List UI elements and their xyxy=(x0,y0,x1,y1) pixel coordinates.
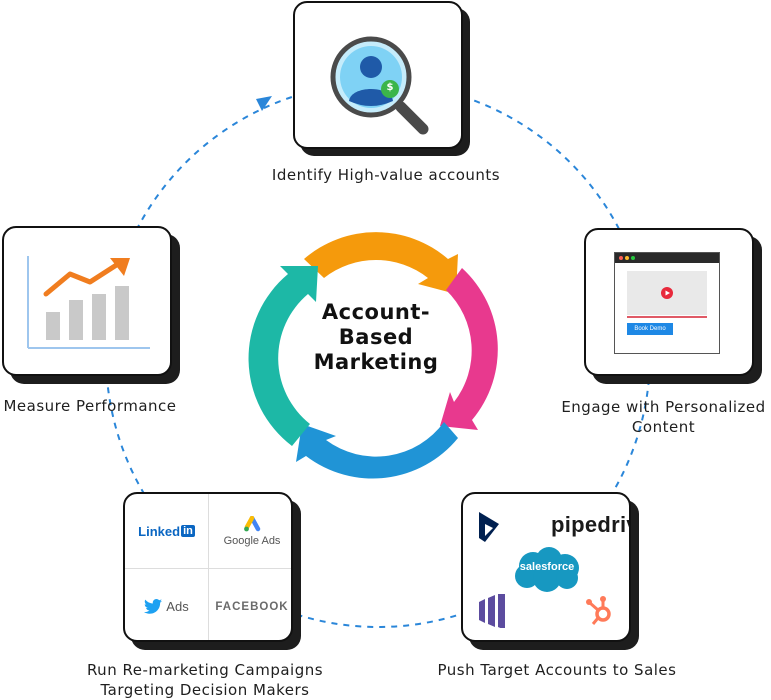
arrowhead-icon xyxy=(256,96,272,111)
ads-card: Linked in Google Ads Ads FACEBOOK xyxy=(123,492,293,642)
ring-segment-blue xyxy=(296,422,458,479)
linkedin-in-badge: in xyxy=(181,525,195,537)
center-title: Account- Based Marketing xyxy=(296,300,456,375)
facebook-logo: FACEBOOK xyxy=(209,569,291,640)
pipedrive-logo: pipedriv xyxy=(551,512,631,537)
magnifier-user-icon xyxy=(330,36,429,135)
twitter-ads-logo: Ads xyxy=(125,569,208,640)
marketo-logo-icon xyxy=(479,594,505,628)
window-dot-yellow-icon xyxy=(625,256,629,260)
google-ads-icon xyxy=(244,515,261,531)
step-ads-label: Run Re-marketing Campaigns Targeting Dec… xyxy=(60,660,350,700)
dollar-badge: $ xyxy=(386,82,394,93)
window-dot-green-icon xyxy=(631,256,635,260)
bar-3 xyxy=(92,294,106,340)
grid-divider-horizontal xyxy=(125,568,291,569)
step-sales-label: Push Target Accounts to Sales xyxy=(437,661,677,679)
center-title-line3: Marketing xyxy=(313,350,439,374)
center-title-line2: Based xyxy=(338,325,414,349)
step-engage-label-line2: Content xyxy=(631,418,696,436)
twitter-ads-text: Ads xyxy=(166,599,189,614)
sales-card: pipedriv salesforce xyxy=(461,492,631,642)
video-area xyxy=(627,271,707,315)
window-dot-red-icon xyxy=(619,256,623,260)
bar-4 xyxy=(115,286,129,340)
salesforce-cloud-icon xyxy=(515,547,579,592)
google-ads-logo: Google Ads xyxy=(209,494,291,568)
linkedin-logo: Linked in xyxy=(125,494,208,568)
step-engage-label: Engage with Personalized Content xyxy=(556,397,771,437)
ring-segment-teal xyxy=(248,266,318,446)
book-demo-button[interactable]: Book Demo xyxy=(627,323,673,335)
browser-titlebar xyxy=(615,253,719,263)
ring-segment-pink xyxy=(440,268,498,430)
trend-arrowhead-icon xyxy=(110,258,130,276)
step-measure-label: Measure Performance xyxy=(3,397,177,415)
growth-chart-icon xyxy=(27,256,150,349)
center-title-line1: Account- xyxy=(321,300,431,324)
linkedin-word: Linked xyxy=(138,523,181,539)
salesforce-logo-text: salesforce xyxy=(519,561,575,573)
dynamics-logo-icon xyxy=(479,512,499,542)
measure-card xyxy=(2,226,172,376)
hubspot-logo-icon xyxy=(586,596,611,625)
twitter-bird-icon xyxy=(144,599,163,614)
identify-card: $ xyxy=(293,1,463,149)
step-ads-label-line2: Targeting Decision Makers xyxy=(100,681,310,699)
facebook-text: FACEBOOK xyxy=(215,600,289,613)
trend-line xyxy=(43,261,121,297)
browser-window: Book Demo xyxy=(614,252,720,354)
step-engage-label-line1: Engage with Personalized xyxy=(561,398,766,416)
step-ads-label-line1: Run Re-marketing Campaigns xyxy=(86,661,324,679)
play-icon xyxy=(661,287,673,299)
cycle-ring xyxy=(248,232,498,479)
video-progress-line xyxy=(627,316,707,318)
bar-1 xyxy=(46,312,60,340)
bar-2 xyxy=(69,300,83,340)
ring-segment-orange xyxy=(304,232,458,294)
step-identify-label: Identify High-value accounts xyxy=(271,166,501,184)
google-ads-text: Google Ads xyxy=(223,534,281,547)
grid-divider-vertical xyxy=(208,494,209,640)
engage-card: Book Demo xyxy=(584,228,754,376)
